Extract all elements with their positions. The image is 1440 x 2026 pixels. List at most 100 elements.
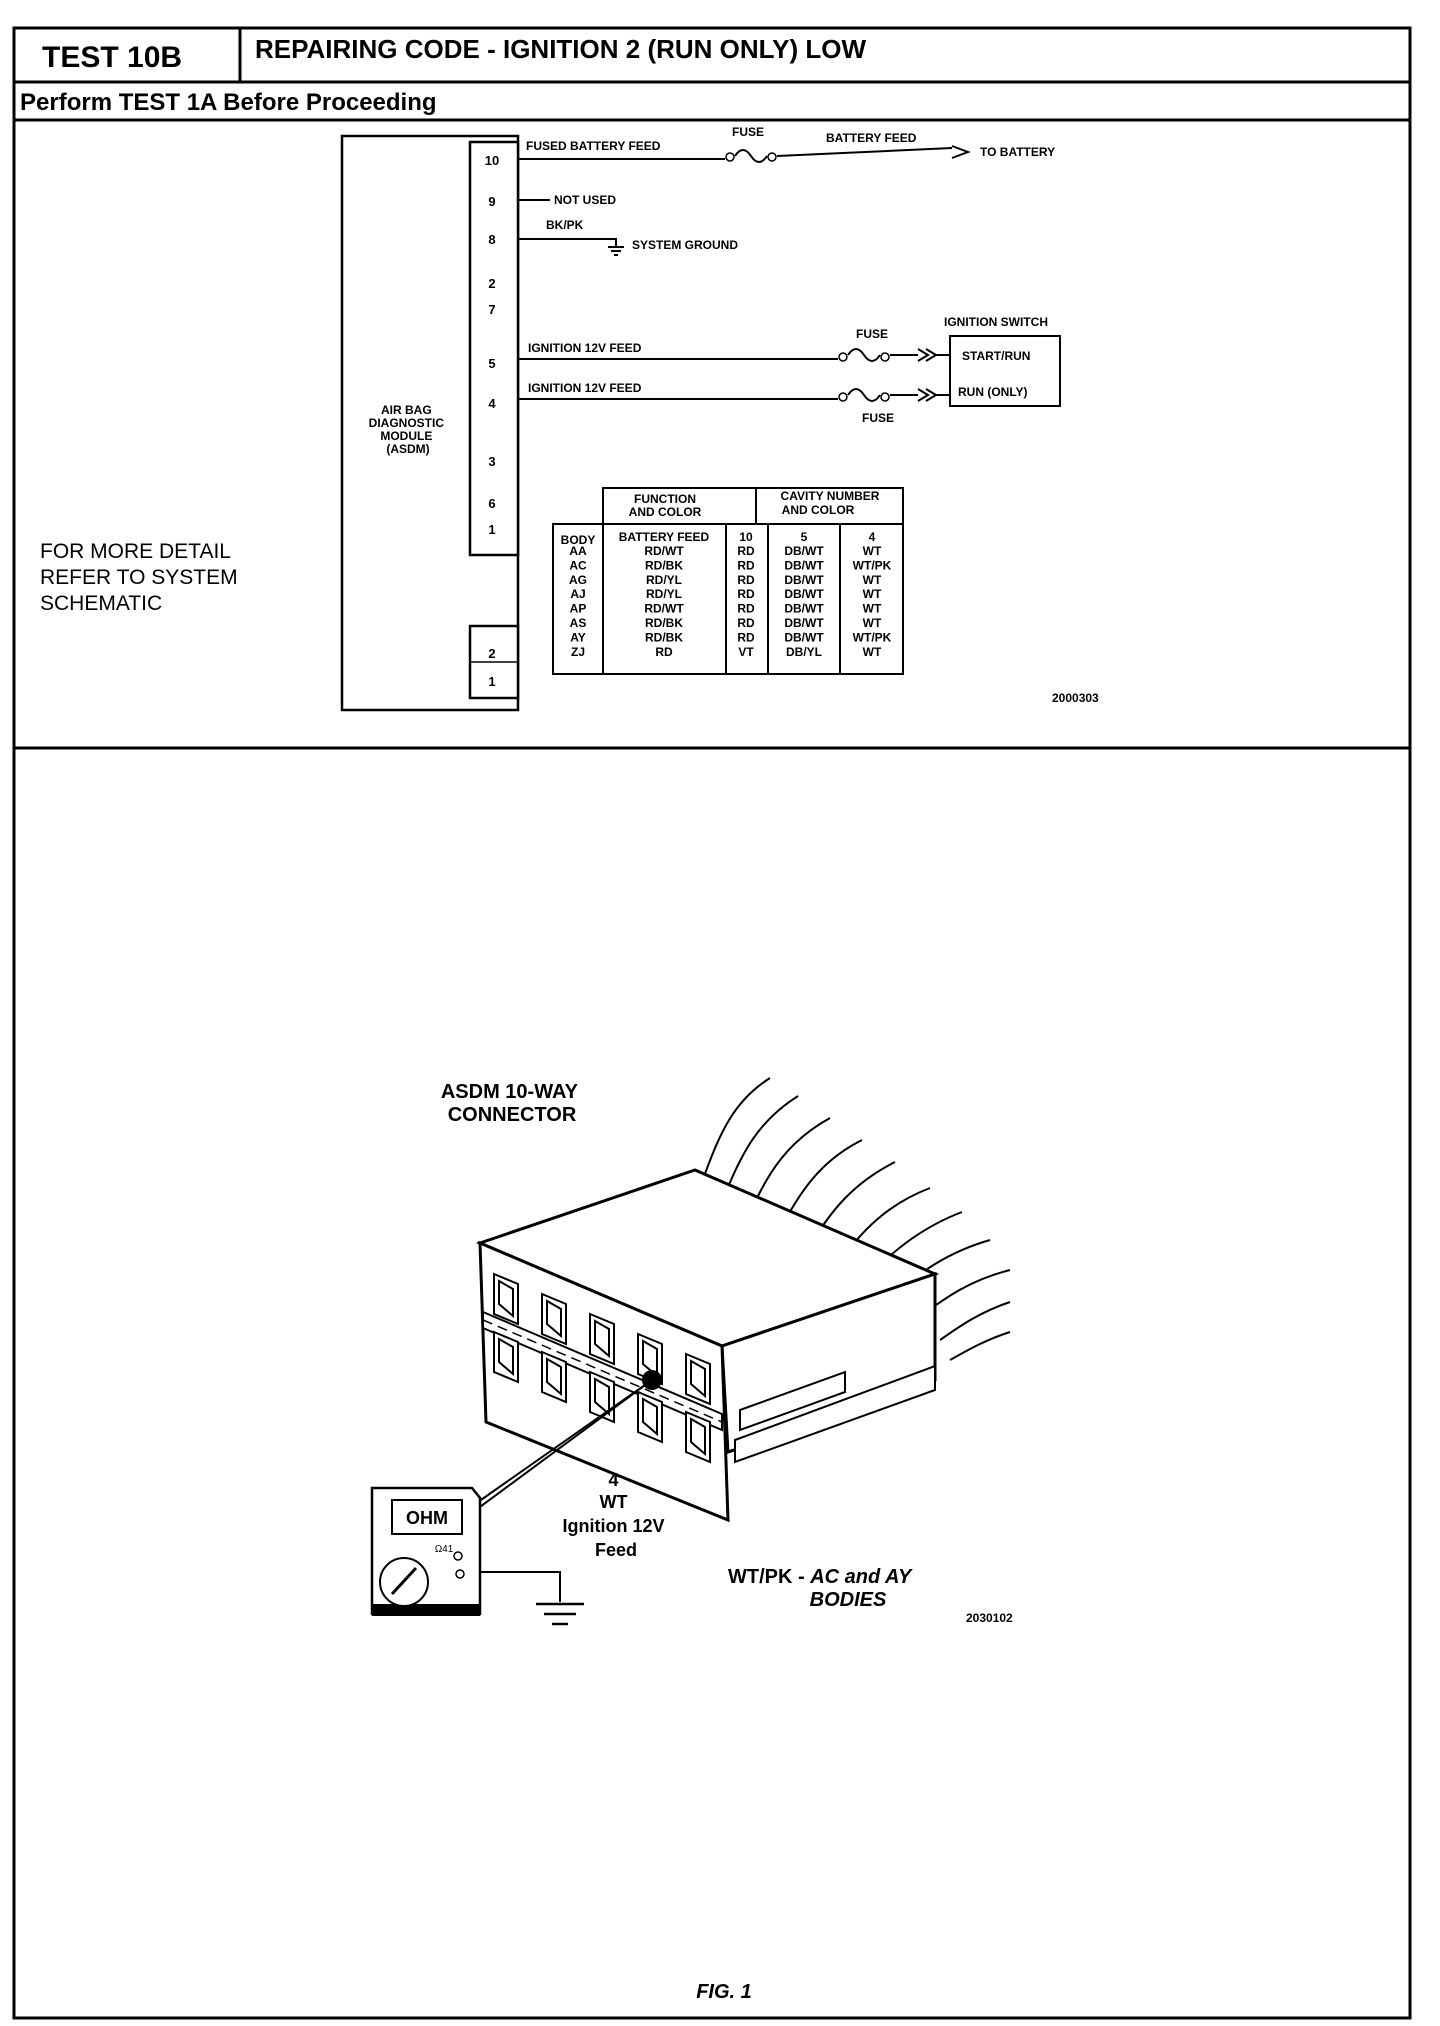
switch-position-start-run: START/RUN — [962, 349, 1030, 363]
ohmmeter-icon: OHM Ω41 — [370, 1486, 482, 1616]
wire-label-bk-pk: BK/PK — [546, 218, 584, 232]
table-cell: RD — [655, 645, 673, 659]
connector-arrow-icon — [917, 388, 950, 402]
table-header-cavity: CAVITY NUMBER — [781, 489, 880, 503]
wt-pk-bodies: BODIES — [810, 1589, 887, 1611]
wire-label-system-ground: SYSTEM GROUND — [632, 238, 738, 252]
table-header-cavity-number: 4 — [869, 530, 876, 544]
connector-cavity — [589, 1312, 615, 1366]
pin-label: 8 — [488, 232, 495, 247]
connector-cavity — [541, 1350, 567, 1404]
table-cell: RD/WT — [644, 602, 684, 616]
table-cell: WT — [863, 616, 882, 630]
connector-illustration: ASDM 10-WAY CONNECTOR — [370, 1077, 1013, 1626]
fuse-terminal-icon — [838, 352, 848, 362]
connector-cavity — [541, 1292, 567, 1346]
table-cell: AG — [569, 573, 587, 587]
pin-label: 5 — [488, 356, 495, 371]
table-cell: WT — [863, 587, 882, 601]
table-cell: RD — [737, 602, 755, 616]
table-cell: WT — [863, 602, 882, 616]
page-subtitle: Perform TEST 1A Before Proceeding — [20, 89, 437, 116]
table-cell: AC — [569, 558, 587, 572]
ignition-switch-box — [949, 335, 1061, 407]
battery-feed-circuit: FUSED BATTERY FEED FUSE BATTERY FEED TO … — [518, 125, 1055, 163]
asdm-module-label: AIR BAG DIAGNOSTIC MODULE (ASDM) — [369, 403, 448, 456]
fuse-terminal-icon — [880, 352, 890, 362]
fuse-terminal-icon — [725, 152, 735, 162]
wire-color-table: FUNCTION AND COLOR CAVITY NUMBER AND COL… — [552, 487, 904, 675]
meter-range-label: Ω41 — [435, 1544, 454, 1555]
wire-label-not-used: NOT USED — [554, 193, 616, 207]
wiring-schematic: AIR BAG DIAGNOSTIC MODULE (ASDM) 10 9 8 … — [14, 125, 1410, 750]
test-id: TEST 10B — [42, 41, 182, 74]
table-cell: AY — [570, 630, 586, 644]
wire-label-to-battery: TO BATTERY — [980, 145, 1055, 159]
table-header-function: AND COLOR — [629, 505, 702, 519]
wire-label-battery-feed: BATTERY FEED — [826, 131, 917, 145]
table-header-battery-feed: BATTERY FEED — [619, 530, 710, 544]
table-cell: RD/BK — [645, 616, 683, 630]
wire-label-ignition-feed-5: IGNITION 12V FEED — [528, 341, 642, 355]
meter-display: OHM — [406, 1508, 448, 1528]
table-cell: DB/WT — [784, 587, 824, 601]
ground-icon — [608, 246, 624, 256]
table-cell: RD — [737, 587, 755, 601]
table-cell: AJ — [570, 587, 585, 601]
page-border — [12, 26, 1412, 2020]
ignition-feed-circuits: IGNITION SWITCH FUSE START/RUN RUN (ONLY… — [518, 315, 1061, 425]
table-cell: DB/WT — [784, 630, 824, 644]
pin-numbers-lower: 2 1 — [488, 646, 495, 689]
fuse-label: FUSE — [732, 125, 764, 139]
figure-number: 2030102 — [966, 1611, 1013, 1625]
table-cell: RD/BK — [645, 558, 683, 572]
page-title: REPAIRING CODE - IGNITION 2 (RUN ONLY) L… — [255, 34, 866, 64]
pin-label: 9 — [488, 194, 495, 209]
table-header-body: BODY — [561, 533, 596, 547]
asdm-connector-upper — [468, 140, 520, 557]
table-cell: WT — [863, 573, 882, 587]
wire-label-ignition-feed-4: IGNITION 12V FEED — [528, 381, 642, 395]
connector-cavity — [637, 1390, 663, 1444]
pin-numbers-upper: 10 9 8 2 7 5 4 3 6 1 — [485, 153, 499, 537]
table-cell: RD/YL — [646, 587, 682, 601]
table-header-cavity: AND COLOR — [782, 503, 855, 517]
connector-arrow-icon — [917, 348, 950, 362]
arrow-right-icon — [951, 145, 971, 159]
pin-label: 2 — [488, 276, 495, 291]
connector-label: ASDM 10-WAY CONNECTOR — [441, 1081, 583, 1126]
pin-label: 1 — [488, 674, 495, 689]
table-cell: DB/WT — [784, 558, 824, 572]
table-cell: RD/WT — [644, 544, 684, 558]
page-header: TEST 10B REPAIRING CODE - IGNITION 2 (RU… — [12, 26, 1412, 2020]
table-cell: AA — [569, 544, 587, 558]
table-cell: WT/PK — [853, 558, 892, 572]
not-used-circuit: NOT USED — [518, 193, 616, 207]
cavity-4-label: 4 WT Ignition 12V Feed — [562, 1470, 669, 1560]
ground-icon — [536, 1602, 584, 1626]
pin-label: 1 — [488, 522, 495, 537]
wire-label-fused-battery-feed: FUSED BATTERY FEED — [526, 139, 661, 153]
table-cell: RD/BK — [645, 630, 683, 644]
table-header-function: FUNCTION — [634, 492, 696, 506]
wt-pk-note: WT/PK - AC and AY — [728, 1566, 913, 1588]
connector-cavity — [589, 1370, 615, 1424]
fuse-terminal-icon — [880, 392, 890, 402]
table-cell: RD — [737, 630, 755, 644]
pin-label: 10 — [485, 153, 499, 168]
connector-cavity — [685, 1410, 711, 1464]
table-cell: RD — [737, 544, 755, 558]
fuse-terminal-icon — [838, 392, 848, 402]
ignition-switch-label: IGNITION SWITCH — [944, 315, 1048, 329]
table-cell: VT — [738, 645, 754, 659]
connector-cavity — [685, 1352, 711, 1406]
table-cell: RD/YL — [646, 573, 682, 587]
table-row: AJ RD/YL RD DB/WT WT — [570, 587, 882, 601]
table-cell: AS — [570, 616, 587, 630]
